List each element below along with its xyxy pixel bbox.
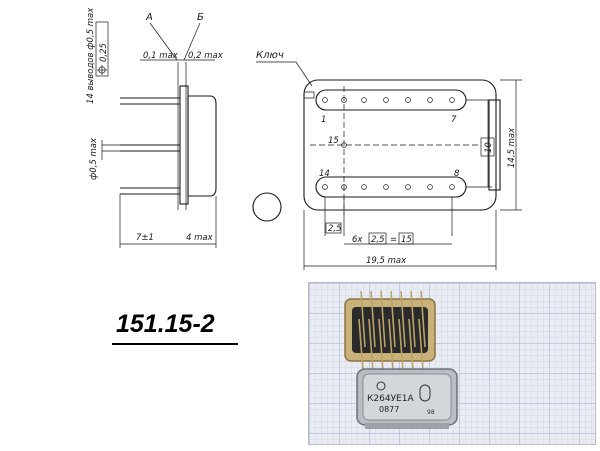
row-spacing-label: 10: [484, 142, 494, 153]
label-a: А: [145, 12, 153, 23]
row-spacing-frame: [480, 137, 495, 157]
side-view: 14 выводов ф0,5 max 0,25 А Б 0,1 max 0,2…: [86, 7, 224, 248]
pin-label-7: 7: [451, 115, 457, 125]
circle-mark-icon: [252, 192, 282, 222]
pin-row-top: [315, 89, 467, 111]
package-body: [187, 95, 217, 197]
pin-label-1: 1: [321, 115, 326, 125]
pin-label-8: 8: [454, 169, 460, 179]
pitch-multiplier-label: 6х: [352, 235, 363, 245]
label-b: Б: [197, 12, 204, 23]
pitch-label: 2,5: [371, 235, 385, 245]
component-photo: К264УЕ1А 0877 98: [308, 282, 596, 445]
chip-bottom-view: [344, 290, 436, 372]
part-number-title: 151.15-2: [116, 310, 215, 338]
chip-marking-code: 98: [427, 409, 435, 416]
chip-top-view: К264УЕ1А 0877 98: [356, 368, 458, 429]
chip-marking-line1: К264УЕ1А: [367, 394, 414, 404]
height-label: 14,5 max: [507, 127, 517, 168]
title-underline: [112, 343, 238, 345]
pin-row-bottom: [315, 176, 467, 198]
pin-label-14: 14: [319, 169, 330, 179]
pitch-ref-label: 2,5: [328, 224, 342, 234]
svg-text:=: =: [390, 235, 397, 245]
width-label: 19,5 max: [366, 256, 407, 266]
lead-diameter-label: ф0,5 max: [89, 137, 99, 180]
pitch-frame: [368, 232, 387, 245]
package-flange: [179, 85, 189, 205]
body-height-label: 4 max: [186, 233, 214, 243]
lead-spec-label: 14 выводов ф0,5 max: [86, 7, 96, 104]
dim-b-value: 0,2 max: [188, 51, 224, 61]
photo-illustration: К264УЕ1А 0877 98: [344, 290, 458, 429]
chip-marking-line2: 0877: [379, 405, 399, 414]
position-tolerance-frame: [95, 21, 109, 77]
package-tab: [488, 99, 501, 191]
key-label: Ключ: [256, 50, 284, 61]
dim-a-value: 0,1 max: [143, 51, 179, 61]
top-view: Ключ 1 7 15 14 8: [256, 50, 522, 270]
pins: [322, 97, 455, 190]
pitch-total-label: 15: [401, 235, 412, 245]
pitch-ref-frame: [325, 222, 342, 234]
pitch-total-frame: [398, 232, 414, 245]
lead-length-label: 7±1: [136, 233, 154, 243]
package-outline: [303, 79, 497, 211]
pin-label-15: 15: [328, 136, 339, 146]
position-tolerance-value: 0,25: [99, 43, 109, 62]
